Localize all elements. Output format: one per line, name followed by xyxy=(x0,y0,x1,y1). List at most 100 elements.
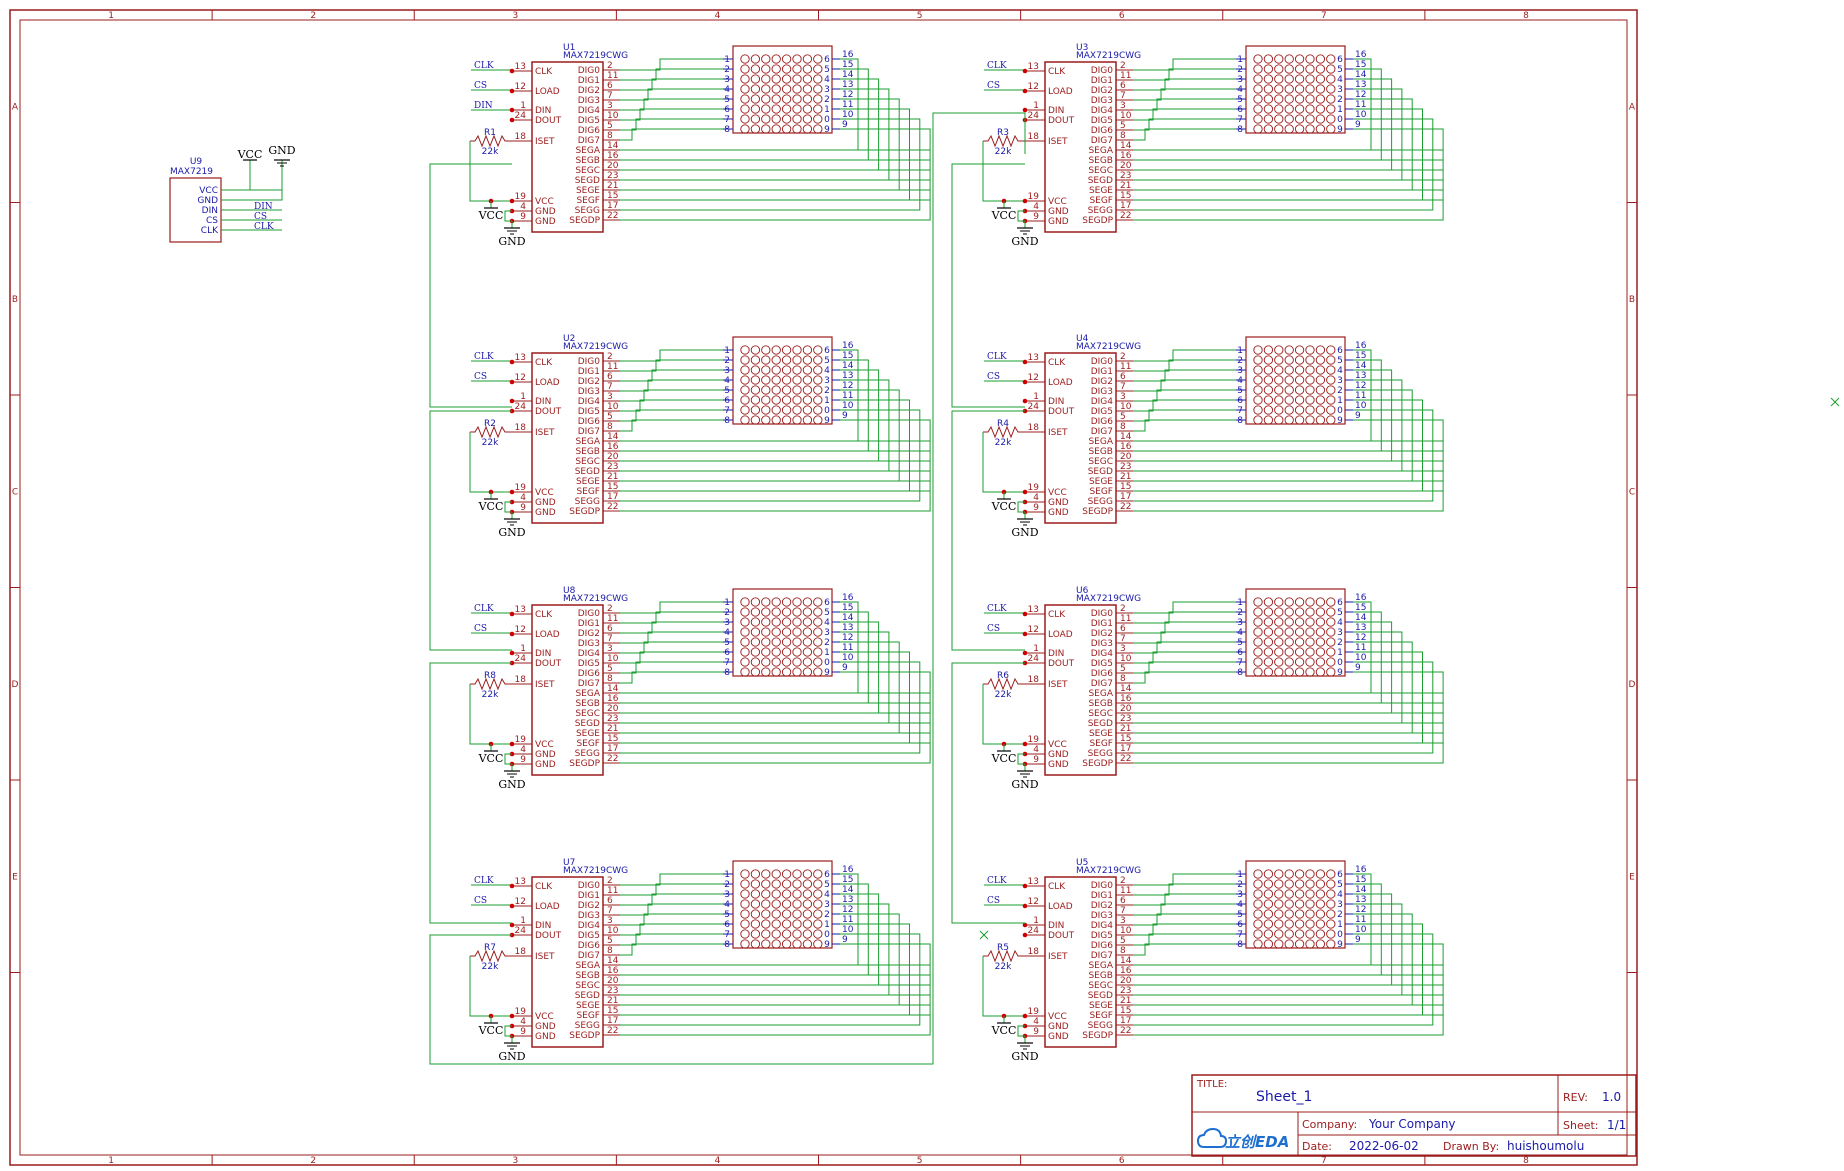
led-dot xyxy=(771,667,781,677)
chip-pin-name: GND xyxy=(535,207,556,217)
led-dot xyxy=(1263,345,1274,355)
dig-wire xyxy=(1133,913,1236,926)
cs-net-label: CS xyxy=(987,624,1000,634)
led-dot xyxy=(1305,365,1315,375)
matrix-left-pin: 8 xyxy=(1237,416,1243,426)
gnd-label: GND xyxy=(498,526,525,539)
led-dot xyxy=(781,375,792,385)
chip-pin-name: DIG2 xyxy=(578,86,600,96)
led-dot xyxy=(740,667,750,677)
led-dot xyxy=(1274,939,1284,949)
led-dot xyxy=(813,879,823,889)
junction-dot xyxy=(1022,198,1028,204)
junction-dot xyxy=(1022,741,1028,747)
chip-pin-number: 10 xyxy=(1120,926,1132,936)
led-dot xyxy=(771,405,781,415)
dig-wire xyxy=(1133,641,1236,654)
chip-pin-number: 19 xyxy=(515,1007,527,1017)
matrix-right-pin-outer: 12 xyxy=(842,633,853,643)
chip-pin-name: ISET xyxy=(1048,952,1068,962)
chip-pin-number: 14 xyxy=(1120,141,1132,151)
chip-pin-number: 15 xyxy=(1120,482,1131,492)
led-dot xyxy=(1253,114,1263,124)
matrix-right-pin: 4 xyxy=(824,890,830,900)
led-dot xyxy=(740,919,750,929)
chip-pin-number: 8 xyxy=(1120,422,1126,432)
column-label-bottom: 6 xyxy=(1119,1156,1125,1166)
matrix-left-pin: 3 xyxy=(724,618,730,628)
led-dot xyxy=(813,124,823,134)
chip-pin-name: GND xyxy=(1048,207,1069,217)
led-dot xyxy=(1305,637,1315,647)
led-dot xyxy=(1294,375,1305,385)
chip-pin-name: VCC xyxy=(1048,197,1067,207)
chip-pin-number: 22 xyxy=(607,754,618,764)
seg-wire xyxy=(1133,601,1372,694)
led-dot xyxy=(1263,879,1274,889)
chip-ref: U4 xyxy=(1076,334,1089,344)
junction-dot xyxy=(1022,650,1028,656)
led-dot xyxy=(1274,647,1284,657)
resistor-value: 22k xyxy=(995,690,1012,700)
led-dot xyxy=(802,345,813,355)
led-dot xyxy=(1284,395,1294,405)
led-dot xyxy=(771,64,781,74)
gnd-bridge xyxy=(504,210,512,222)
chip-pin-number: 5 xyxy=(1120,121,1126,131)
matrix-right-pin-outer: 12 xyxy=(1355,633,1366,643)
dig-wire xyxy=(1133,399,1236,412)
led-dot xyxy=(1315,405,1326,415)
chip-pin-name: DIN xyxy=(1048,106,1064,116)
chip-pin-number: 8 xyxy=(607,946,613,956)
chip-body xyxy=(1044,604,1117,776)
led-dot xyxy=(1305,395,1315,405)
resistor-ref: R7 xyxy=(484,943,496,953)
led-dot xyxy=(761,627,771,637)
led-dot xyxy=(813,627,823,637)
led-dot xyxy=(740,879,750,889)
gnd-label: GND xyxy=(1011,778,1038,791)
matrix-right-pin: 3 xyxy=(1337,628,1343,638)
seg-wire xyxy=(620,631,890,724)
iset-wire xyxy=(469,141,512,202)
chip-pin-name: SEGG xyxy=(575,1021,600,1031)
chip-pin-name: SEGD xyxy=(575,991,600,1001)
chip-pin-name: SEGB xyxy=(575,447,600,457)
matrix-right-pin-outer: 15 xyxy=(842,603,853,613)
matrix-right-pin-outer: 14 xyxy=(1355,70,1367,80)
dig-wire xyxy=(1133,651,1236,664)
led-dot xyxy=(802,405,813,415)
resistor-ref: R2 xyxy=(484,419,496,429)
matrix-right-pin-outer: 13 xyxy=(842,623,853,633)
led-dot xyxy=(1274,345,1284,355)
led-dot xyxy=(750,405,761,415)
led-dot xyxy=(792,64,802,74)
seg-wire xyxy=(620,873,859,966)
led-dot xyxy=(1274,637,1284,647)
led-dot xyxy=(781,607,792,617)
led-dot xyxy=(802,667,813,677)
led-dot xyxy=(761,54,771,64)
led-dot xyxy=(1294,879,1305,889)
led-dot xyxy=(781,909,792,919)
led-dot xyxy=(761,919,771,929)
chip-pin-number: 6 xyxy=(607,81,613,91)
led-dot xyxy=(1274,84,1284,94)
led-dot xyxy=(802,124,813,134)
led-dot xyxy=(750,657,761,667)
matrix-right-pin: 5 xyxy=(1337,356,1343,366)
cs-net-label: CS xyxy=(987,896,1000,906)
junction-dot xyxy=(509,903,515,909)
chip-pin-name: SEGA xyxy=(575,961,600,971)
dig-wire xyxy=(620,379,723,392)
matrix-left-pin: 6 xyxy=(724,920,730,930)
led-dot xyxy=(792,889,802,899)
led-dot xyxy=(1263,395,1274,405)
led-dot xyxy=(740,939,750,949)
led-dot xyxy=(802,104,813,114)
matrix-right-pin: 6 xyxy=(824,598,830,608)
dig-wire xyxy=(620,369,723,382)
led-dot xyxy=(1326,415,1336,425)
led-dot xyxy=(1326,365,1336,375)
matrix-right-pin-outer: 11 xyxy=(1355,100,1366,110)
